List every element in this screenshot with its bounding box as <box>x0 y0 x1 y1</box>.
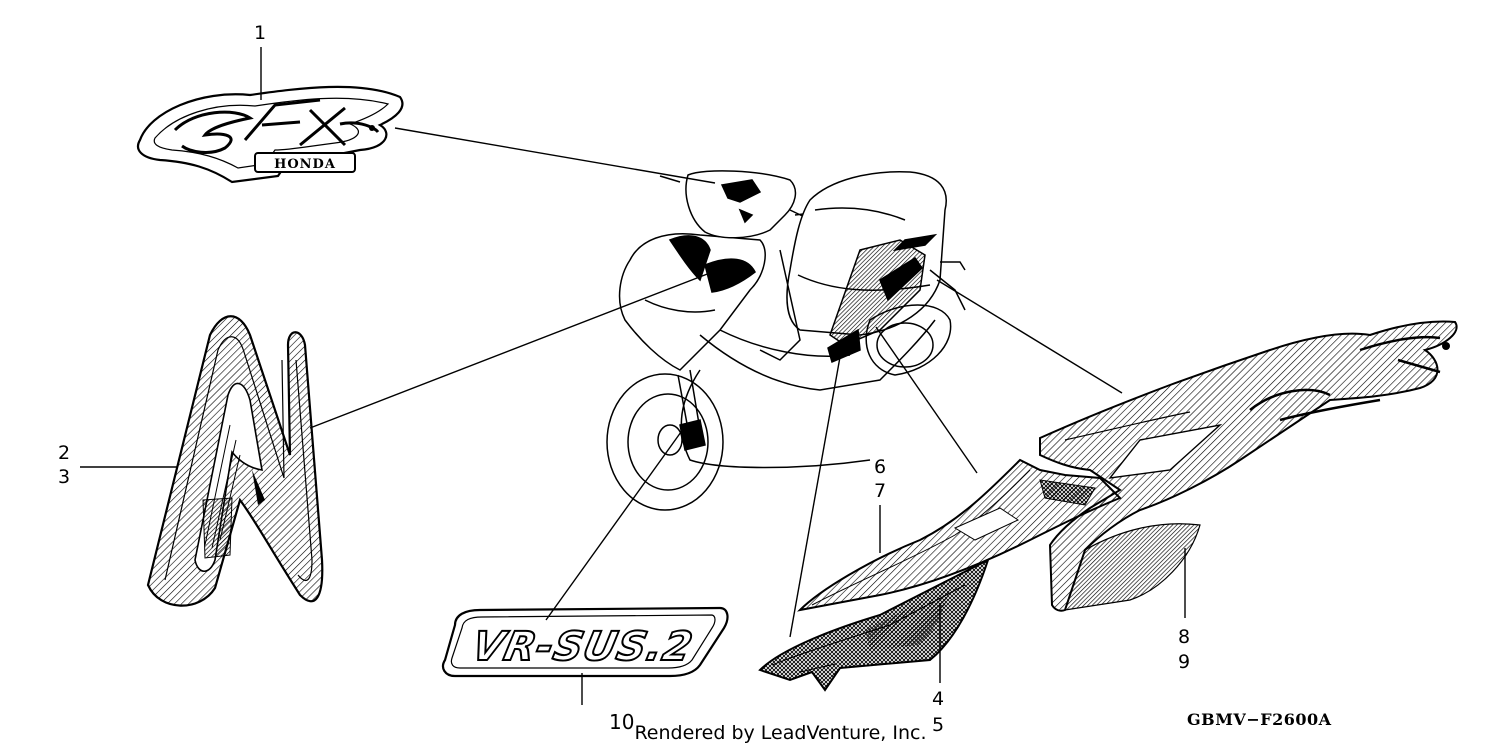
leader-10-to-scooter <box>545 431 682 621</box>
callout-2: 2 <box>58 442 71 464</box>
leader-n-to-scooter <box>309 265 729 429</box>
callout-10: 10 <box>609 710 635 734</box>
side-stripe-part-4-5 <box>758 558 990 692</box>
emblem-sfx-part-1: HONDA <box>136 85 404 184</box>
credit-line: 10Rendered by LeadVenture, Inc. <box>609 710 927 744</box>
callout-1: 1 <box>254 22 267 44</box>
leader-lower-stripe <box>789 356 841 638</box>
callout-6: 6 <box>874 456 887 478</box>
callout-3: 3 <box>58 466 71 488</box>
callout-8: 8 <box>1178 626 1191 648</box>
leader-lines <box>80 47 1186 705</box>
side-stripe-part-6-7 <box>797 458 1122 612</box>
leader-upper-stripe-a <box>875 326 978 474</box>
panel-stripe-part-2-3 <box>146 315 324 607</box>
callout-7: 7 <box>874 480 887 502</box>
credit-text: Rendered by LeadVenture, Inc. <box>634 722 927 744</box>
drawing-code: GBMV−F2600A <box>1187 710 1332 729</box>
honda-badge-text: HONDA <box>274 157 336 172</box>
vrsus-badge-text: VR-SUS.2 <box>468 622 698 669</box>
callout-4: 4 <box>932 688 945 710</box>
scooter-illustration <box>606 170 966 511</box>
badge-vrsus-part-10: VR-SUS.2 <box>441 606 729 678</box>
callout-9: 9 <box>1178 651 1191 673</box>
callout-5: 5 <box>932 714 945 736</box>
rear-stripe-part-8-9 <box>1039 320 1458 612</box>
leader-upper-stripe-b <box>936 279 1123 394</box>
leader-1-to-scooter <box>394 127 716 184</box>
